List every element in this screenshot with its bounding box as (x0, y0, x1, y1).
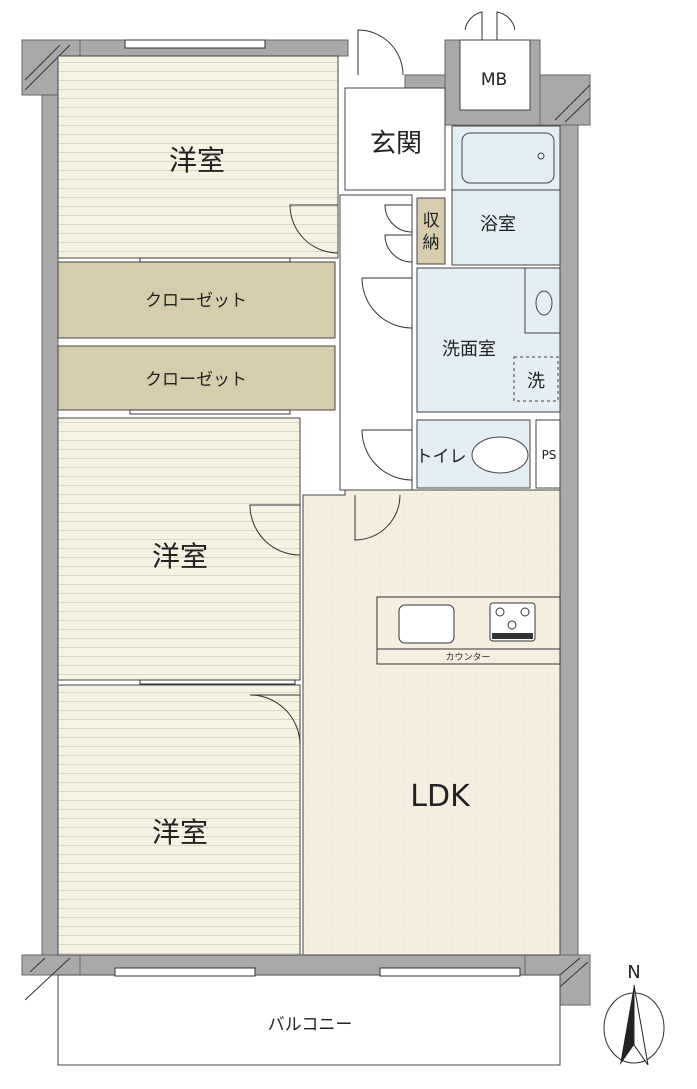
bathroom-label: 浴室 (480, 214, 516, 235)
storage-label-2: 納 (423, 233, 440, 253)
north-compass (603, 984, 665, 1066)
western-room-2-label: 洋室 (152, 540, 208, 573)
storage (416, 197, 446, 265)
ldk-floor (302, 489, 561, 956)
closet-2 (57, 345, 336, 411)
washer-label: 洗 (527, 371, 545, 392)
western-room-3-label: 洋室 (152, 816, 208, 849)
doors (249, 11, 516, 746)
windows (114, 39, 521, 977)
washer-space (513, 356, 559, 402)
western-room-1 (57, 55, 339, 259)
kitchen-sink-icon (398, 604, 455, 644)
hallway (339, 194, 413, 491)
bathtub (461, 132, 555, 184)
western-room-1-label: 洋室 (169, 144, 225, 177)
storage-label-1: 収 (423, 211, 440, 231)
ldk-label: LDK (410, 779, 471, 814)
entrance (344, 87, 446, 191)
stove-icon (489, 602, 536, 642)
entrance-label: 玄関 (370, 129, 422, 159)
ps-label: PS (542, 448, 557, 462)
toilet-label: トイレ (416, 447, 467, 467)
kitchen-counter (376, 596, 561, 665)
compass-north-label: N (627, 962, 640, 983)
western-room-2 (57, 417, 301, 681)
sink (524, 267, 561, 334)
wall-hatching (24, 44, 591, 1001)
western-room-3 (57, 684, 301, 956)
ps (535, 419, 561, 489)
closet-1 (57, 261, 336, 339)
meter-box (459, 39, 531, 111)
washroom-label: 洗面室 (442, 339, 496, 360)
balcony-label: バルコニー (268, 1015, 353, 1035)
closet-2-label: クローゼット (145, 370, 247, 390)
closet-1-label: クローゼット (145, 291, 247, 311)
counter-label: カウンター (445, 652, 490, 663)
balcony (57, 974, 561, 1066)
mb-label: MB (481, 70, 507, 90)
toilet-bowl-icon (471, 436, 529, 474)
